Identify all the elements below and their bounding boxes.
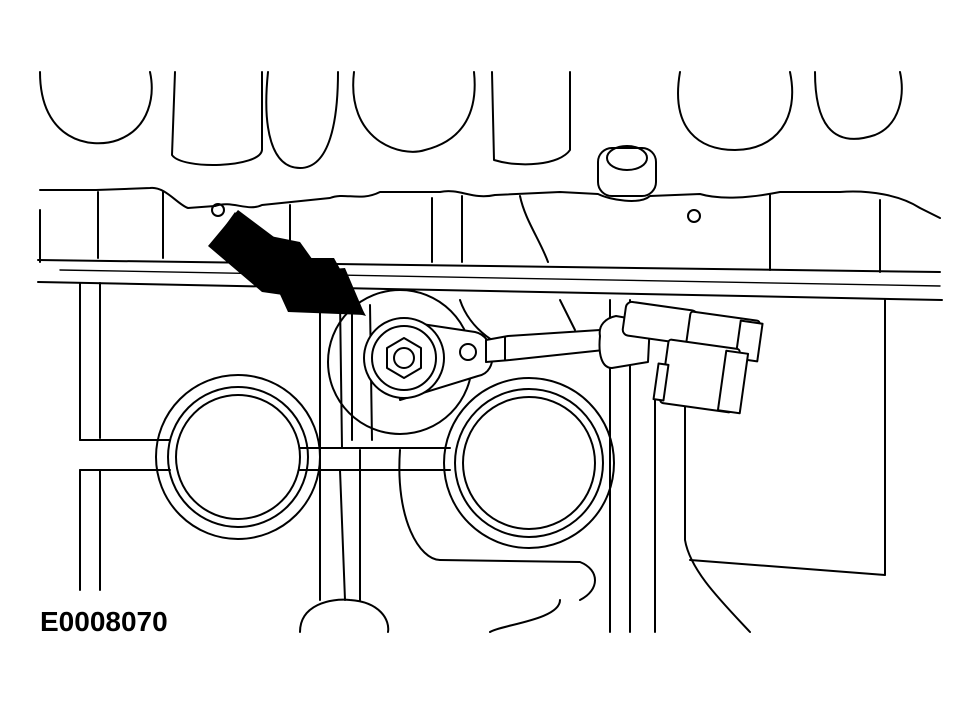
bolt-head — [386, 337, 422, 379]
right-bore — [443, 377, 615, 549]
block-flange — [37, 191, 943, 301]
engine-block-upper — [39, 71, 941, 223]
left-bore — [155, 374, 321, 540]
pointer-arrow — [208, 210, 366, 316]
figure-id-label: E0008070 — [40, 606, 168, 637]
knock-sensor — [363, 317, 605, 401]
sensor-connector — [598, 300, 764, 415]
